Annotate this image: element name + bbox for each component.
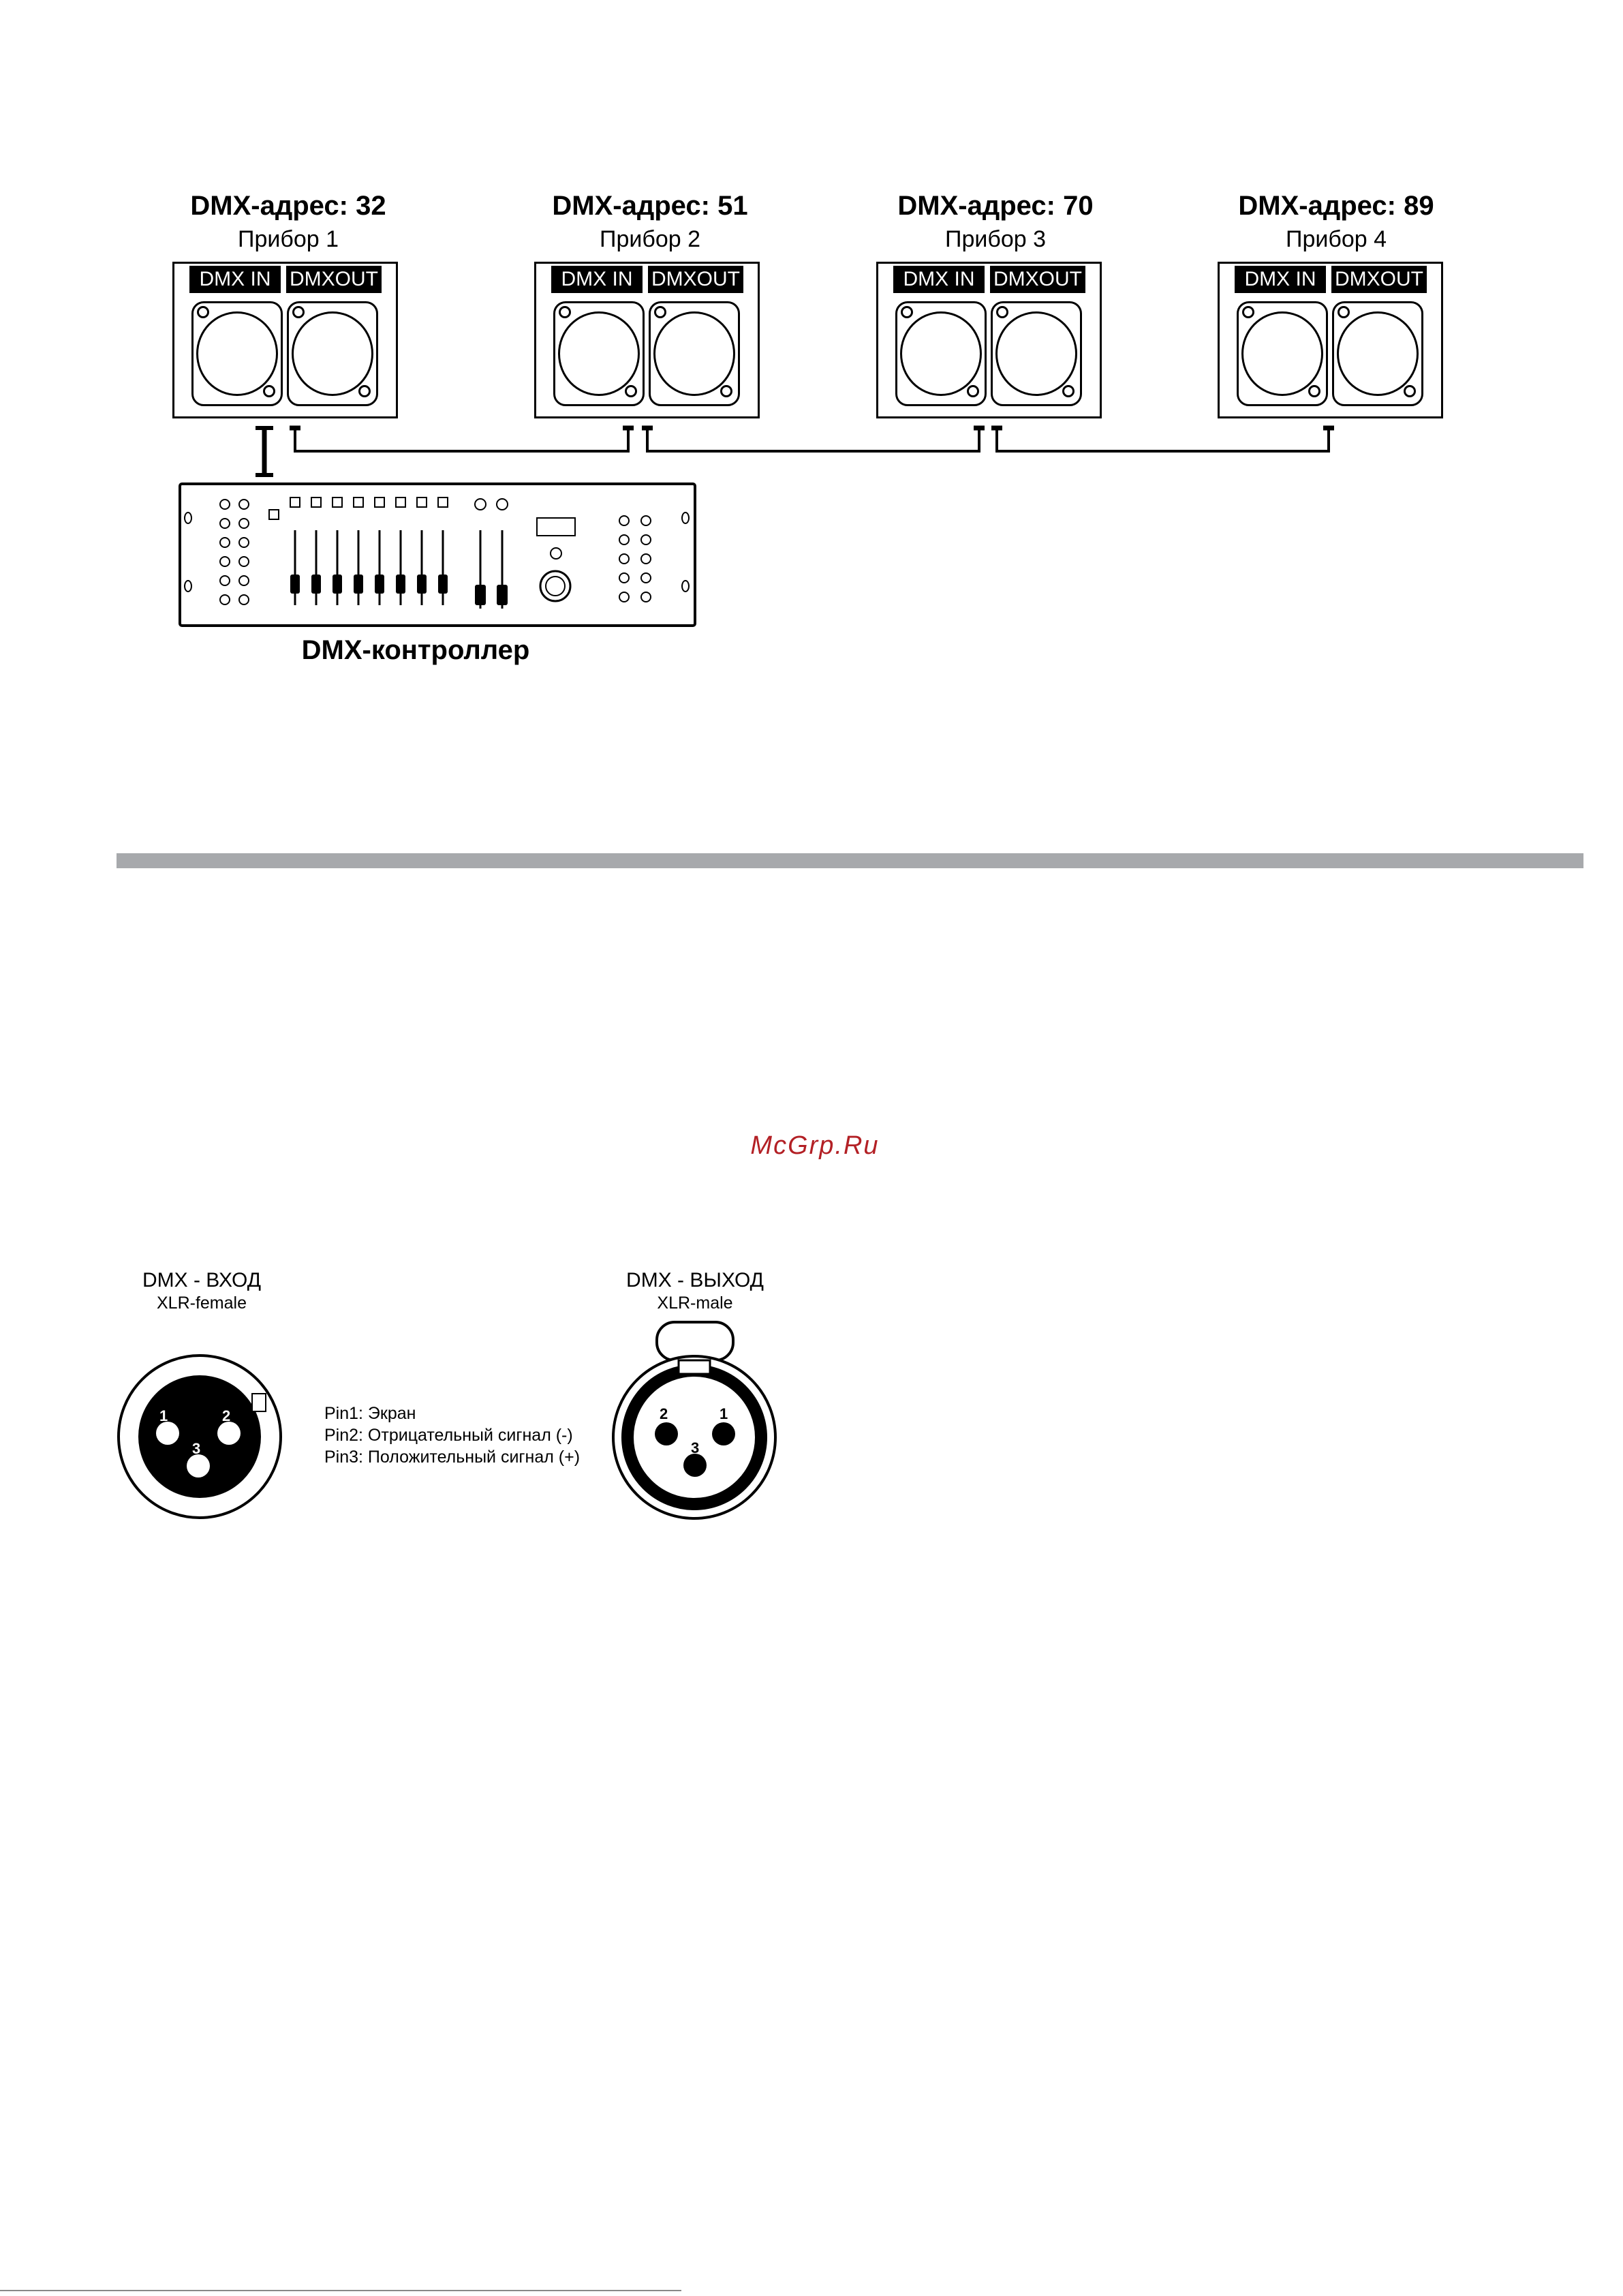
dmx-out-label: DMXOUT [286, 266, 382, 293]
dmx-in-label: DMX IN [551, 266, 643, 293]
device-4-name: Прибор 4 [1286, 226, 1387, 252]
dmx-controller [179, 483, 696, 627]
device-4-panel: DMX IN DMXOUT [1218, 262, 1443, 418]
xlr-female-connector: 1 2 3 [116, 1353, 283, 1520]
device-3-panel: DMX IN DMXOUT [876, 262, 1102, 418]
device-3-name: Прибор 3 [945, 226, 1046, 252]
dmx-in-label: DMX IN [1235, 266, 1326, 293]
pin-3-label: 3 [192, 1440, 201, 1457]
dmx-out-jack[interactable] [1332, 301, 1423, 406]
dmx-out-label: DMXOUT [990, 266, 1085, 293]
section-divider [117, 853, 1583, 868]
dmx-in-label: DMX IN [189, 266, 281, 293]
dmx-in-jack[interactable] [191, 301, 283, 406]
pinout-line-1: Pin1: Экран [324, 1404, 416, 1423]
dmx-in-label: DMX IN [893, 266, 985, 293]
dmx-out-jack[interactable] [287, 301, 378, 406]
watermark: McGrp.Ru [750, 1131, 880, 1160]
input-connector-type: XLR-female [157, 1294, 247, 1313]
device-2-name: Прибор 2 [600, 226, 700, 252]
pin-1-label: 1 [720, 1405, 728, 1422]
dmx-in-jack[interactable] [1237, 301, 1328, 406]
pinout-line-2: Pin2: Отрицательный сигнал (-) [324, 1426, 573, 1445]
output-connector-type: XLR-male [657, 1294, 733, 1313]
pinout-line-3: Pin3: Положительный сигнал (+) [324, 1448, 581, 1467]
device-1-panel: DMX IN DMXOUT [172, 262, 398, 418]
device-4-address: DMX-адрес: 89 [1238, 191, 1434, 221]
device-1-address: DMX-адрес: 32 [190, 191, 386, 221]
device-3-address: DMX-адрес: 70 [897, 191, 1094, 221]
dmx-out-jack[interactable] [991, 301, 1082, 406]
device-2-panel: DMX IN DMXOUT [534, 262, 760, 418]
controller-caption: DMX-контроллер [301, 635, 530, 665]
dmx-in-jack[interactable] [895, 301, 987, 406]
device-1-name: Прибор 1 [238, 226, 339, 252]
bottom-rule [0, 2290, 681, 2291]
pin-3-label: 3 [691, 1439, 700, 1456]
dmx-cable-chain [256, 425, 1334, 477]
input-connector-title: DMX - ВХОД [142, 1269, 262, 1291]
pin-2-label: 2 [660, 1405, 668, 1422]
dmx-out-jack[interactable] [649, 301, 740, 406]
dmx-out-label: DMXOUT [1331, 266, 1427, 293]
dmx-in-jack[interactable] [553, 301, 645, 406]
output-connector-title: DMX - ВЫХОД [626, 1269, 764, 1291]
pin-2-label: 2 [222, 1407, 231, 1424]
xlr-male-connector: 2 1 3 [610, 1319, 778, 1521]
pin-1-label: 1 [159, 1407, 168, 1424]
dmx-out-label: DMXOUT [648, 266, 743, 293]
device-2-address: DMX-адрес: 51 [552, 191, 748, 221]
